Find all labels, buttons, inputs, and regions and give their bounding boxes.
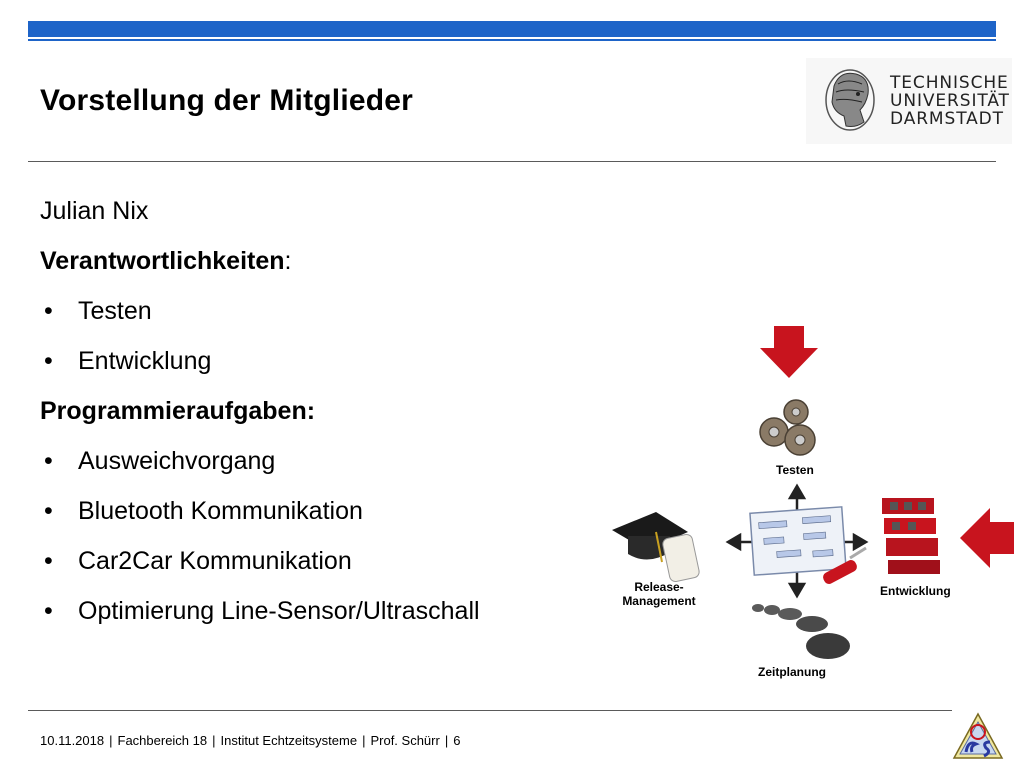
slide-footer: 10.11.2018 | Fachbereich 18 | Institut Echtz… bbox=[40, 733, 460, 748]
process-diagram-art bbox=[612, 326, 1014, 659]
toolbox-icon bbox=[882, 498, 940, 574]
list-item: • Testen bbox=[40, 290, 600, 340]
bullet-icon: • bbox=[44, 347, 53, 375]
top-accent-bar bbox=[28, 21, 996, 37]
list-item: • Entwicklung bbox=[40, 340, 600, 390]
label-release-management: Release- Management bbox=[614, 580, 704, 608]
footer-page-number: 6 bbox=[453, 733, 461, 748]
list-item-text: Optimierung Line-Sensor/Ultraschall bbox=[78, 597, 480, 625]
bullet-icon: • bbox=[44, 497, 53, 525]
footer-divider bbox=[28, 710, 952, 711]
responsibilities-heading-text: Verantwortlichkeiten bbox=[40, 247, 285, 275]
list-item-text: Testen bbox=[78, 297, 152, 325]
es-institute-logo-icon bbox=[952, 712, 1004, 759]
bullet-icon: • bbox=[44, 447, 53, 475]
footer-separator: | bbox=[362, 733, 366, 748]
label-zeitplanung: Zeitplanung bbox=[758, 665, 826, 679]
bullet-icon: • bbox=[44, 297, 53, 325]
responsibilities-heading-colon: : bbox=[284, 247, 292, 275]
slide-content: Julian Nix Verantwortlichkeiten: • Testen… bbox=[40, 190, 600, 640]
logo-line-2: UNIVERSITÄT bbox=[890, 91, 1010, 111]
athena-seal-icon bbox=[825, 69, 875, 131]
list-item: • Car2Car Kommunikation bbox=[40, 540, 600, 590]
arrow-left-red-icon bbox=[960, 508, 1014, 568]
stones-icon bbox=[752, 604, 850, 659]
arrow-down-red-icon bbox=[760, 326, 818, 378]
logo-line-3: DARMSTADT bbox=[890, 109, 1004, 129]
top-accent-line bbox=[28, 39, 996, 41]
list-item: • Ausweichvorgang bbox=[40, 440, 600, 490]
label-release-line-1: Release- bbox=[634, 580, 684, 594]
footer-author: Prof. Schürr bbox=[370, 733, 440, 748]
tu-darmstadt-logo: TECHNISCHE UNIVERSITÄT DARMSTADT bbox=[806, 58, 1012, 144]
process-diagram: Testen Release- Management Entwicklung Z… bbox=[604, 322, 1024, 690]
list-item-text: Bluetooth Kommunikation bbox=[78, 497, 363, 525]
footer-separator: | bbox=[109, 733, 113, 748]
planning-board-icon bbox=[749, 506, 847, 576]
footer-institute: Institut Echtzeitsysteme bbox=[220, 733, 358, 748]
responsibilities-heading: Verantwortlichkeiten: bbox=[40, 240, 600, 290]
gears-icon bbox=[759, 399, 816, 456]
label-release-line-2: Management bbox=[622, 594, 696, 608]
list-item: • Bluetooth Kommunikation bbox=[40, 490, 600, 540]
tasks-heading: Programmieraufgaben: bbox=[40, 397, 316, 425]
bullet-icon: • bbox=[44, 597, 53, 625]
list-item-text: Entwicklung bbox=[78, 347, 212, 375]
footer-date: 10.11.2018 bbox=[40, 733, 105, 748]
footer-separator: | bbox=[444, 733, 449, 748]
footer-separator: | bbox=[212, 733, 216, 748]
header-divider bbox=[28, 161, 996, 162]
graduation-cap-icon bbox=[612, 512, 700, 583]
slide-title: Vorstellung der Mitglieder bbox=[40, 84, 414, 117]
label-entwicklung: Entwicklung bbox=[880, 584, 951, 598]
list-item-text: Car2Car Kommunikation bbox=[78, 547, 352, 575]
member-name: Julian Nix bbox=[40, 197, 149, 225]
footer-department: Fachbereich 18 bbox=[117, 733, 208, 748]
logo-wordmark: TECHNISCHE UNIVERSITÄT DARMSTADT bbox=[890, 74, 1010, 128]
list-item: • Optimierung Line-Sensor/Ultraschall bbox=[40, 590, 600, 640]
label-testen: Testen bbox=[776, 463, 814, 477]
pocket-knife-icon bbox=[823, 546, 867, 584]
list-item-text: Ausweichvorgang bbox=[78, 447, 276, 475]
logo-line-1: TECHNISCHE bbox=[890, 73, 1009, 93]
bullet-icon: • bbox=[44, 547, 53, 575]
